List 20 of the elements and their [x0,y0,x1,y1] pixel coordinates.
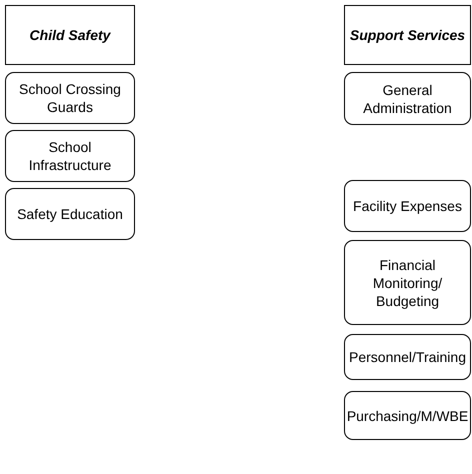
category-box [344,180,471,232]
header-text: Support Services [348,26,466,44]
box-label: Financial Monitoring/ Budgeting [372,256,444,310]
category-box [344,240,471,325]
category-box [344,72,471,125]
box-label: School Crossing Guards [18,80,122,116]
box-label: Facility Expenses [352,197,463,215]
box-label: Safety Education [16,205,124,223]
category-box [5,188,135,240]
header-box [5,5,135,65]
box-label: General Administration [362,80,453,116]
box-label: Purchasing/M/WBE [346,406,470,424]
category-box [344,334,471,380]
box-label: School Infrastructure [28,138,112,174]
category-box [5,130,135,182]
header-text: Child Safety [28,26,112,44]
box-label: Personnel/Training [348,348,467,366]
header-box [344,5,471,65]
category-box [5,72,135,124]
category-box [344,391,471,440]
